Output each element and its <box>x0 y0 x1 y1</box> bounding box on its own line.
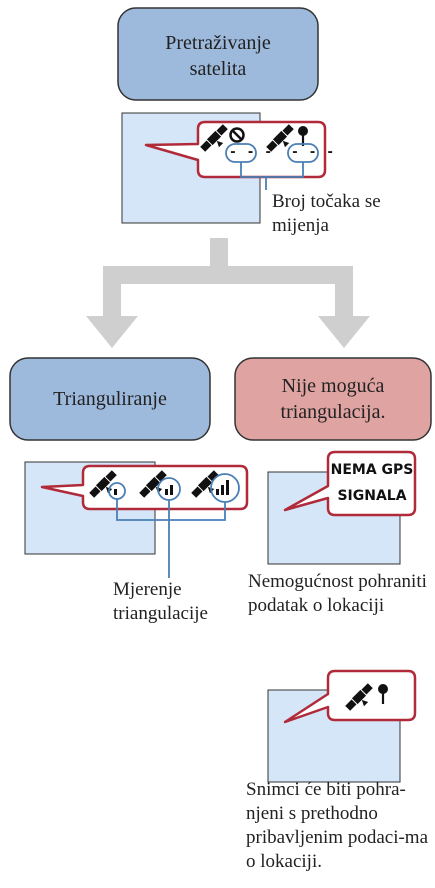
location-pin-icon <box>378 684 388 704</box>
leader-points-change <box>240 162 304 190</box>
screen-searching <box>121 112 327 224</box>
node-triangulating-box <box>9 357 211 441</box>
flow-arrows <box>86 238 370 348</box>
no-gps-line-1: NEMA GPS <box>330 462 414 478</box>
note-cannot-store: Nemogućnost pohraniti podatak o lokaciji <box>248 571 427 616</box>
node-not-possible-label: Nije moguća triangulacija. <box>280 375 386 423</box>
note-recorded: Snimci će biti pohra-njeni s prethodno p… <box>246 779 429 872</box>
node-searching-label: Pretraživanje satelita <box>165 32 271 80</box>
screen-no-gps <box>267 450 417 565</box>
no-gps-message: NEMA GPS SIGNALA <box>330 457 414 509</box>
dash-text-2: - - - <box>291 145 336 160</box>
note-points-change: Broj točaka se mijenja <box>272 191 381 236</box>
node-not-possible-box <box>234 357 432 441</box>
node-triangulating-label: Trianguliranje <box>53 388 167 410</box>
dash-text-1: - - - <box>229 145 274 160</box>
no-gps-line-2: SIGNALA <box>337 488 407 504</box>
screen-previous-location <box>267 669 417 783</box>
screen-triangulating <box>24 461 249 555</box>
leader-measurement <box>116 499 226 578</box>
no-signal-icon <box>229 127 245 143</box>
signal-bars-icon <box>114 480 229 495</box>
node-searching-box <box>117 7 319 101</box>
note-measurement: Mjerenje triangulacije <box>113 579 208 624</box>
